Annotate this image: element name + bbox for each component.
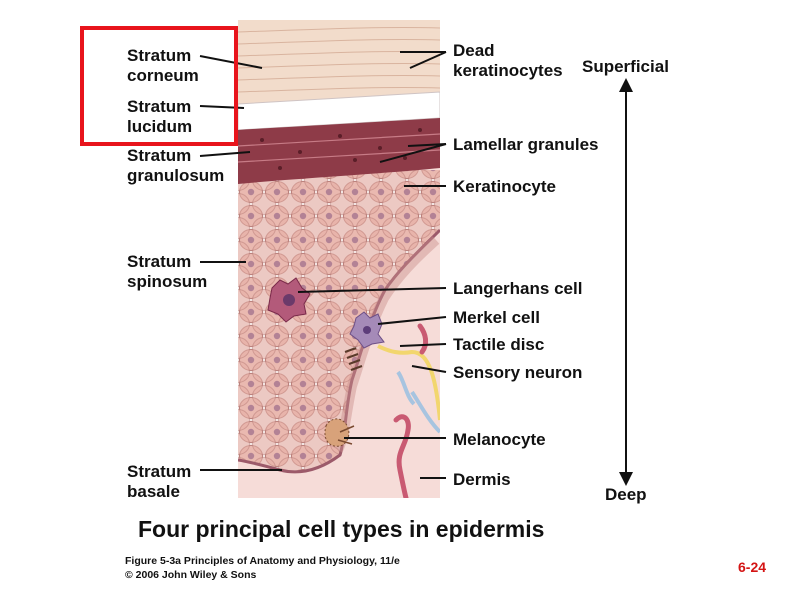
label-merkel-cell: Merkel cell <box>453 308 540 328</box>
skin-section <box>238 20 440 498</box>
label-lamellar-granules: Lamellar granules <box>453 135 599 155</box>
label-sensory-neuron: Sensory neuron <box>453 363 582 383</box>
label-deep: Deep <box>605 485 647 505</box>
label-tactile-disc: Tactile disc <box>453 335 544 355</box>
depth-arrow <box>619 78 633 486</box>
label-keratinocyte: Keratinocyte <box>453 177 556 197</box>
label-melanocyte: Melanocyte <box>453 430 546 450</box>
figure-credit: Figure 5-3a Principles of Anatomy and Ph… <box>125 554 400 582</box>
label-superficial: Superficial <box>582 57 669 77</box>
figure-caption: Four principal cell types in epidermis <box>138 516 544 543</box>
slide-number: 6-24 <box>738 559 766 575</box>
label-dermis: Dermis <box>453 470 511 490</box>
label-langerhans-cell: Langerhans cell <box>453 279 582 299</box>
